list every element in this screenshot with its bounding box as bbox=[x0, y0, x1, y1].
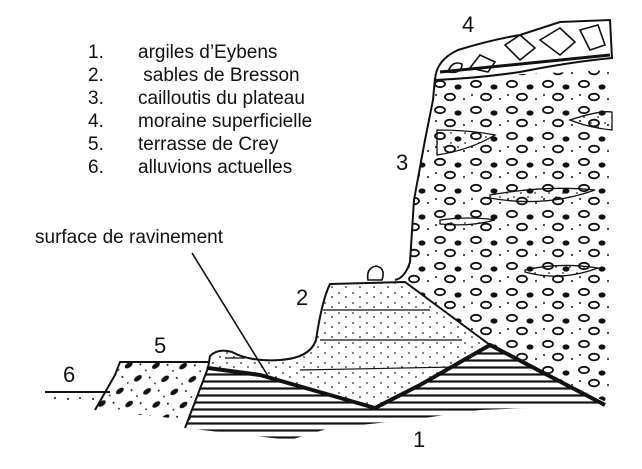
legend-label-3: cailloutis du plateau bbox=[138, 88, 305, 109]
unit-2-bedding bbox=[225, 309, 462, 371]
legend-num-3: 3. bbox=[88, 88, 104, 109]
label-unit-4: 4 bbox=[462, 12, 474, 37]
legend-num-2: 2. bbox=[88, 65, 104, 86]
label-unit-5: 5 bbox=[154, 333, 166, 358]
erosion-surface bbox=[207, 342, 606, 411]
legend-label-4: moraine superficielle bbox=[138, 111, 312, 132]
unit-3-gravels bbox=[405, 70, 612, 405]
annotation-surface-ravinement: surface de ravinement bbox=[35, 227, 224, 248]
legend-num-4: 4. bbox=[88, 111, 104, 132]
label-unit-6: 6 bbox=[63, 362, 75, 387]
pebble-icon bbox=[366, 265, 384, 281]
unit-5-terrace bbox=[95, 362, 208, 420]
legend-num-5: 5. bbox=[88, 134, 104, 155]
unit-3-sand-lenses bbox=[436, 111, 613, 277]
legend-label-1: argiles d’Eybens bbox=[138, 42, 277, 63]
moraine-blocks bbox=[439, 24, 611, 74]
unit-6-dots bbox=[54, 397, 94, 400]
annotation-leader-line bbox=[191, 252, 269, 377]
legend-num-6: 6. bbox=[88, 157, 104, 178]
legend-label-6: alluvions actuelles bbox=[138, 157, 292, 178]
legend: 1. argiles d’Eybens 2. sables de Bresson… bbox=[88, 42, 312, 178]
label-unit-1: 1 bbox=[413, 427, 425, 452]
legend-label-5: terrasse de Crey bbox=[138, 134, 279, 155]
unit-1-clays bbox=[185, 345, 605, 440]
cliff-outline bbox=[394, 77, 436, 281]
label-unit-2: 2 bbox=[296, 285, 308, 310]
unit-2-sands bbox=[206, 280, 492, 410]
legend-num-1: 1. bbox=[88, 42, 104, 63]
label-unit-3: 3 bbox=[396, 150, 408, 175]
legend-label-2: sables de Bresson bbox=[138, 65, 300, 86]
